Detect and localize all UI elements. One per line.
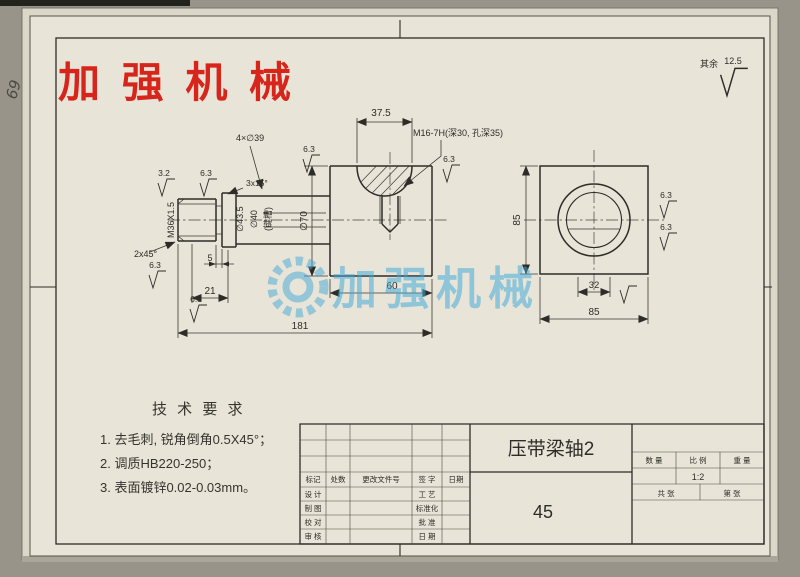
- surface-roughness-icon: 6.3: [199, 168, 217, 198]
- row-standard: 标准化: [416, 503, 439, 513]
- revision-col-date: 日期: [449, 475, 464, 484]
- center-lines: [524, 150, 664, 290]
- arrow-icon: [222, 261, 229, 267]
- title-block-heavy-lines: [299, 423, 765, 545]
- tech-req-item: 2. 调质HB220-250；: [100, 456, 219, 472]
- thread-spec-m36: M36X1.5: [166, 202, 176, 238]
- tech-req-item: 1. 去毛刺, 锐角倒角0.5X45°；: [100, 432, 272, 448]
- dim-32: 32: [589, 280, 600, 291]
- keyway-note: (键槽): [262, 207, 273, 231]
- revision-col-mark: 标记: [306, 474, 321, 484]
- bore-outer-circle: [557, 183, 631, 257]
- tech-req-title: 技 术 要 求: [152, 401, 246, 418]
- hole-note: 4×∅39: [236, 133, 264, 143]
- row-approve: 批 准: [418, 517, 436, 527]
- surface-roughness-icon: 6.3: [302, 144, 320, 174]
- dim-181: 181: [292, 321, 309, 332]
- leader-taper: [227, 186, 244, 195]
- scan-edge-artifact: [0, 0, 190, 6]
- roughness-value: 6.3: [200, 168, 212, 178]
- surface-roughness-icon: 6.3: [659, 222, 677, 252]
- chamfer-note: 2x45°: [134, 249, 158, 259]
- roughness-value: 6.3: [190, 294, 202, 304]
- weight-label: 重 量: [733, 456, 751, 465]
- part-name: 压带梁轴2: [508, 438, 595, 460]
- title-block: 标记 处数 更改文件号 签 字 日期 设 计 工 艺 制 图 标准化 校 对 批…: [299, 423, 765, 545]
- sheet-number-label: 第 张: [723, 488, 741, 498]
- row-date: 日 期: [418, 532, 435, 541]
- technical-requirements: 技 术 要 求 1. 去毛刺, 锐角倒角0.5X45°； 2. 调质HB220-…: [100, 401, 272, 495]
- dim-85-bottom: 85: [588, 307, 600, 318]
- taper-note: 3x15°: [246, 178, 268, 188]
- end-view: 85 32 85 6.3 6.3: [512, 150, 677, 324]
- scale-label: 比 例: [689, 455, 706, 465]
- dim-5: 5: [207, 253, 212, 263]
- dim-21: 21: [204, 286, 216, 297]
- general-roughness-note: 其余 12.5: [700, 56, 748, 99]
- watermark: 加强机械: [267, 256, 540, 318]
- thin-lines: [177, 196, 401, 242]
- roughness-value: 6.3: [443, 154, 455, 164]
- general-roughness-label: 其余: [700, 58, 718, 69]
- dim-dia70: ∅70: [299, 211, 310, 231]
- leader-m16: [403, 140, 442, 187]
- surface-roughness-icon: [719, 67, 748, 99]
- surface-roughness-icon: 3.2: [157, 168, 175, 198]
- dim-60: 60: [386, 281, 398, 292]
- sheets-total-label: 共 张: [657, 489, 675, 498]
- section-hatching: [357, 166, 412, 196]
- row-draw: 制 图: [304, 503, 321, 513]
- leader-holes: [249, 145, 264, 190]
- surface-roughness-icon: 6.3: [189, 294, 207, 324]
- gear-icon: [282, 271, 314, 303]
- revision-col-count: 处数: [331, 474, 346, 484]
- company-logo-text: 加 强 机 械: [58, 59, 296, 106]
- watermark-text: 加强机械: [332, 263, 540, 314]
- roughness-value: 6.3: [149, 260, 161, 270]
- roughness-value: 3.2: [158, 168, 170, 178]
- arrow-icon: [209, 261, 216, 267]
- dim-dia43-5: ∅43.5: [235, 206, 245, 231]
- roughness-value: 6.3: [303, 144, 315, 154]
- dim-85-left: 85: [512, 214, 523, 226]
- dim-37-5: 37.5: [371, 108, 391, 119]
- surface-roughness-icon: 6.3: [659, 190, 677, 220]
- row-process: 工 艺: [418, 490, 435, 499]
- revision-col-sign: 签 字: [418, 474, 435, 484]
- row-check: 校 对: [304, 517, 322, 527]
- tech-req-item: 3. 表面镀锌0.02-0.03mm。: [100, 480, 256, 495]
- qty-label: 数 量: [645, 455, 663, 465]
- margin-handwriting: 69: [2, 78, 24, 101]
- roughness-value: 6.3: [660, 190, 672, 200]
- surface-roughness-icon: [619, 285, 637, 305]
- leader-chamfer: [149, 241, 176, 253]
- revision-col-doc: 更改文件号: [362, 474, 400, 484]
- plate-outline: [539, 165, 649, 275]
- thread-spec-m16: M16-7H(深30, 孔深35): [413, 128, 503, 138]
- roughness-value: 6.3: [660, 222, 672, 232]
- surface-roughness-icon: 6.3: [148, 260, 166, 290]
- extension-lines: [177, 118, 433, 338]
- scale-value: 1:2: [692, 472, 705, 482]
- surface-roughness-icon: 6.3: [442, 154, 460, 184]
- material-grade: 45: [533, 502, 553, 522]
- title-block-thin-lines: [300, 424, 764, 544]
- general-roughness-value: 12.5: [724, 56, 742, 66]
- front-view: 37.5 M16-7H(深30, 孔深35) 4×∅39 3x15° 2x45°…: [134, 108, 503, 338]
- centering-marks: [30, 20, 772, 556]
- paper-shadow: [22, 556, 778, 562]
- gear-icon: [267, 256, 329, 318]
- dim-dia40: ∅40: [249, 210, 259, 228]
- row-audit: 审 核: [304, 531, 322, 541]
- bore-inner-circle: [565, 191, 623, 249]
- row-design: 设 计: [304, 489, 322, 499]
